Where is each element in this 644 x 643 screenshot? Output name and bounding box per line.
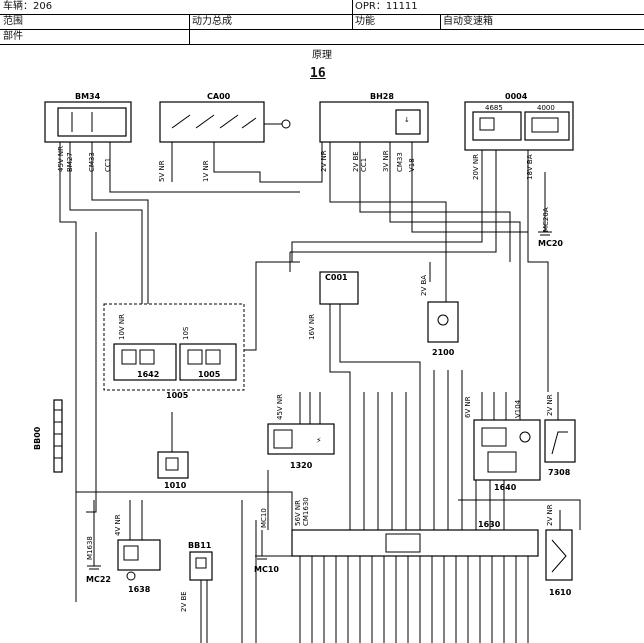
ground-mc22: MC22 M1638 bbox=[86, 500, 111, 584]
component-1005b: 1005 10S bbox=[179, 326, 237, 381]
component-label: 4000 bbox=[537, 104, 555, 112]
component-bh28: ↓ BH28 bbox=[319, 92, 429, 143]
component-label: BB00 bbox=[33, 426, 42, 450]
component-1640: 1640 6V NR V104 bbox=[464, 396, 541, 492]
diagram-title: 原理 bbox=[312, 50, 332, 61]
connector-label: CC1 bbox=[360, 158, 368, 172]
ground-label: MC10 bbox=[254, 565, 279, 574]
component-label: 1630 bbox=[478, 520, 501, 529]
connector-label: 6V NR bbox=[464, 396, 472, 418]
component-label: 1610 bbox=[549, 588, 572, 597]
header-row-divider bbox=[0, 14, 644, 15]
connector-label: CM1630 bbox=[302, 497, 310, 526]
component-label: 1642 bbox=[137, 370, 159, 379]
component-label: 部件 bbox=[3, 31, 23, 42]
page-number: 16 bbox=[310, 66, 326, 81]
connector-label: 2V NR bbox=[546, 394, 554, 416]
header-col-divider bbox=[189, 14, 190, 44]
component-2100: 2100 2V BA bbox=[420, 275, 459, 357]
component-1320: ⚡ 1320 45V NR bbox=[267, 394, 335, 470]
component-7308: 7308 2V NR bbox=[544, 394, 576, 477]
ecu-output-wires bbox=[299, 556, 529, 643]
component-0004: 0004 4685 4000 bbox=[464, 92, 574, 151]
pressure-switch-icon bbox=[437, 314, 449, 326]
component-bm34: BM34 bbox=[44, 92, 132, 143]
connector-label: 4V NR bbox=[114, 514, 122, 536]
key-icon bbox=[281, 119, 291, 129]
connector-label: 56V NR bbox=[294, 500, 302, 526]
connector-label: 1V NR bbox=[202, 160, 210, 182]
function-label: 功能 bbox=[355, 16, 375, 27]
component-label: 1010 bbox=[164, 481, 187, 490]
scope-label: 范围 bbox=[3, 16, 23, 27]
connector-label: 45V NR bbox=[276, 394, 284, 420]
vehicle-label: 车辆：206 bbox=[3, 1, 53, 12]
component-label: 1005 bbox=[166, 391, 189, 400]
opr-label: OPR：11111 bbox=[355, 1, 418, 12]
component-1610: 1610 2V NR bbox=[545, 504, 573, 597]
header-col-divider bbox=[352, 0, 353, 14]
component-1638: 1638 4V NR bbox=[114, 514, 161, 594]
component-label: 1320 bbox=[290, 461, 313, 470]
connector-label: 10V NR bbox=[118, 314, 126, 340]
component-label: 7308 bbox=[548, 468, 571, 477]
connector-label: MC20A bbox=[542, 207, 550, 232]
lightning-icon: ⚡ bbox=[316, 436, 322, 445]
component-label: 1638 bbox=[128, 585, 151, 594]
connector-label: 18V BA bbox=[526, 154, 534, 180]
component-ca00: CA00 bbox=[159, 92, 291, 143]
ground-mc20: MC20 bbox=[538, 172, 563, 248]
connector-label: 2V NR bbox=[320, 150, 328, 172]
component-1642: 1642 10V NR bbox=[113, 314, 177, 381]
connector-label: 2V BE bbox=[180, 591, 188, 612]
connector-label: 2V BA bbox=[420, 275, 428, 296]
function-value: 自动变速箱 bbox=[443, 16, 493, 27]
connector-label: M1638 bbox=[86, 536, 94, 560]
connector-label: CC1 bbox=[104, 158, 112, 172]
scope-value: 动力总成 bbox=[192, 16, 232, 27]
connector-label: CM33 bbox=[396, 152, 404, 172]
arrow-down-icon: ↓ bbox=[404, 116, 410, 124]
header-table: 车辆：206 OPR：11111 范围 动力总成 功能 自动变速箱 部件 bbox=[0, 0, 644, 45]
header-col-divider bbox=[352, 14, 353, 29]
connector-label: 20V NR bbox=[472, 154, 480, 180]
component-1010: 1010 bbox=[157, 451, 189, 490]
header-row-divider bbox=[0, 29, 644, 30]
header-col-divider bbox=[440, 14, 441, 29]
component-label: 1640 bbox=[494, 483, 517, 492]
component-label: 2100 bbox=[432, 348, 455, 357]
ground-label: MC20 bbox=[538, 239, 563, 248]
connector-label: V104 bbox=[514, 399, 522, 418]
connector-label: 45V NR bbox=[57, 146, 65, 172]
component-bb00: BB00 bbox=[33, 399, 63, 473]
component-label: 0004 bbox=[505, 92, 528, 101]
connector-label: 2V BE bbox=[352, 151, 360, 172]
connector-label: 5V NR bbox=[158, 160, 166, 182]
component-1630: 1630 56V NR CM1630 bbox=[291, 497, 539, 557]
component-label: C001 bbox=[325, 273, 348, 282]
ground-mc10: MC10 MC10 bbox=[254, 508, 279, 574]
ground-label: MC22 bbox=[86, 575, 111, 584]
component-c001: C001 16V NR bbox=[308, 271, 359, 340]
connector-label: 3V NR bbox=[382, 150, 390, 172]
component-label: BM34 bbox=[75, 92, 101, 101]
component-label: BH28 bbox=[370, 92, 394, 101]
component-label: 4685 bbox=[485, 104, 503, 112]
connector-label: MC10 bbox=[260, 508, 268, 528]
component-label: CA00 bbox=[207, 92, 231, 101]
connector-label: 10S bbox=[182, 326, 190, 340]
connector-label: 16V NR bbox=[308, 314, 316, 340]
component-label: BB11 bbox=[188, 541, 212, 550]
component-label: 1005 bbox=[198, 370, 221, 379]
connector-label: 2V NR bbox=[546, 504, 554, 526]
